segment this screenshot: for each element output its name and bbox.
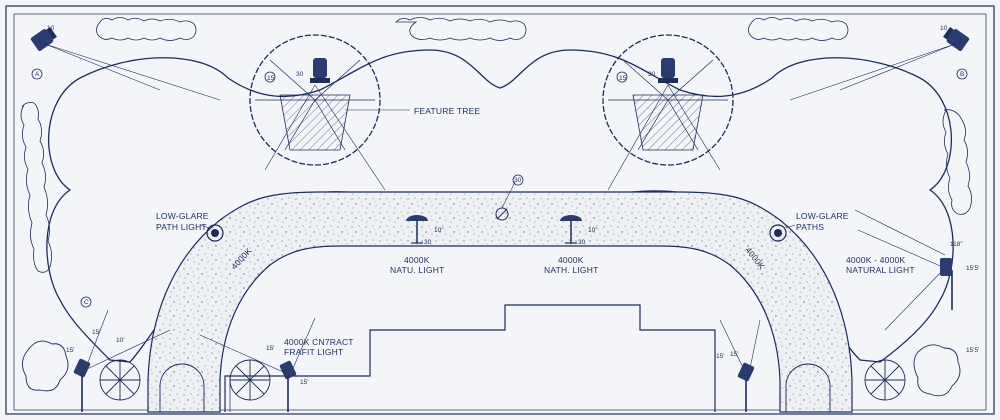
- svg-text:B: B: [960, 71, 964, 78]
- svg-text:C: C: [84, 299, 89, 306]
- tag-b: [956, 68, 968, 80]
- low-glare-fixture-left-icon: [206, 224, 224, 242]
- dimension-labels: 10 10 15 30 15 30 30 10" 30 10" 30 118" …: [35, 25, 979, 386]
- svg-text:10: 10: [47, 25, 55, 32]
- spotlight-bottom-right-icon: [737, 362, 755, 412]
- path-light-left-icon: [406, 215, 428, 244]
- svg-text:10': 10': [116, 337, 124, 344]
- svg-text:30: 30: [578, 239, 586, 246]
- svg-text:15': 15': [300, 379, 308, 386]
- label-low-glare-right-1: LOW-GLARE: [796, 211, 849, 221]
- svg-text:15': 15': [716, 353, 724, 360]
- label-low-glare-left-1: LOW-GLARE: [156, 211, 209, 221]
- path-light-mid-icon: [560, 215, 582, 244]
- svg-text:15: 15: [619, 75, 627, 82]
- label-natural-light-2: NATURAL LIGHT: [846, 265, 915, 275]
- feature-tree-left: [249, 34, 381, 166]
- svg-text:A: A: [35, 71, 40, 78]
- light-beams: [44, 43, 956, 379]
- svg-text:118": 118": [950, 241, 963, 248]
- leader-lines: [199, 109, 946, 256]
- svg-text:15': 15': [266, 345, 274, 352]
- label-natural-light-1: 4000K - 4000K: [846, 255, 905, 265]
- svg-text:30: 30: [514, 177, 522, 184]
- svg-text:15': 15': [92, 329, 100, 336]
- svg-text:15'5': 15'5': [966, 265, 979, 272]
- svg-text:30: 30: [424, 239, 432, 246]
- svg-text:30: 30: [296, 71, 304, 78]
- svg-text:15': 15': [66, 347, 74, 354]
- spotlight-bottom-left-icon: [73, 358, 91, 412]
- label-low-glare-right-2: PATHS: [796, 222, 824, 232]
- shrubs: [22, 340, 961, 401]
- svg-text:15'5': 15'5': [966, 347, 979, 354]
- spotlight-bottom-center-icon: [279, 360, 297, 412]
- tag-a: [31, 68, 43, 80]
- site-border: [5, 5, 995, 415]
- label-low-glare-left-2: PATH LIGHT: [156, 222, 207, 232]
- tree-uplight-left-icon: [310, 58, 330, 83]
- hedges: [20, 17, 972, 273]
- floodlight-top-right-icon: [943, 27, 970, 51]
- label-4000k-left-1: 4000K: [404, 255, 430, 265]
- feature-tree-right: [602, 34, 734, 166]
- svg-text:10: 10: [940, 25, 948, 32]
- tag-15-tree-l: [264, 71, 276, 83]
- label-contract-1: 4000K CN7RACT: [284, 337, 354, 347]
- tag-30-top: [512, 174, 524, 186]
- label-4000k-mid-1: 4000K: [558, 255, 584, 265]
- label-4000k-left-2: NATU. LIGHT: [390, 265, 444, 275]
- svg-text:15': 15': [730, 351, 738, 358]
- svg-text:10": 10": [588, 227, 598, 234]
- label-feature-tree: FEATURE TREE: [414, 106, 480, 116]
- tree-uplight-right-icon: [658, 58, 678, 83]
- house-footprint: [224, 304, 716, 412]
- low-glare-fixture-right-icon: [769, 224, 787, 242]
- svg-text:10": 10": [434, 227, 444, 234]
- label-4000k-mid-2: NATH. LIGHT: [544, 265, 598, 275]
- tag-c: [80, 296, 92, 308]
- spotlight-right-wall-icon: [940, 258, 953, 310]
- svg-text:15: 15: [267, 75, 275, 82]
- tag-15-tree-r: [616, 71, 628, 83]
- svg-text:30: 30: [648, 71, 656, 78]
- lawn-wave: [227, 49, 773, 98]
- pathway: [147, 191, 853, 413]
- door-arches: [159, 363, 831, 412]
- floodlight-top-left-icon: [30, 27, 57, 51]
- path-marker-top-icon: [495, 181, 516, 221]
- label-contract-2: FRAFIT LIGHT: [284, 347, 343, 357]
